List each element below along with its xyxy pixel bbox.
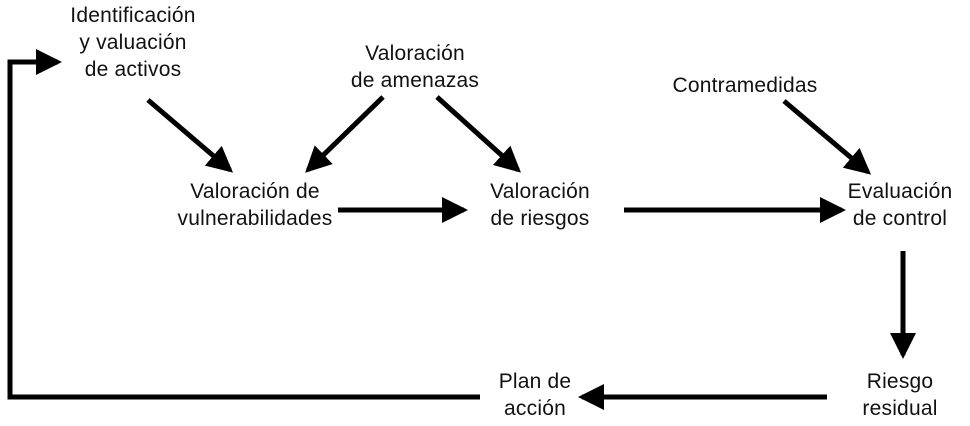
node-vulnerabilidades-line-2: vulnerabilidades (177, 207, 333, 230)
arrow-activos-to-vulnerabilidades (146, 98, 234, 173)
node-plan-line-1: Plan de (498, 370, 572, 393)
arrow-contramedidas-to-control (782, 99, 872, 175)
node-contramedidas-line-1: Contramedidas (672, 74, 818, 97)
arrow-plan-to-activos-feedback (7, 49, 480, 400)
arrow-amenazas-to-riesgos (435, 95, 521, 173)
node-valoracion-amenazas: Valoración de amenazas (340, 40, 490, 94)
node-residual-line-2: residual (862, 397, 938, 420)
node-amenazas-line-1: Valoración (365, 42, 465, 65)
node-riesgos-line-2: de riesgos (490, 207, 590, 230)
node-valoracion-riesgos: Valoración de riesgos (470, 178, 610, 232)
node-contramedidas: Contramedidas (660, 72, 830, 99)
node-riesgos-line-1: Valoración (490, 180, 590, 203)
node-evaluacion-control: Evaluación de control (830, 178, 970, 232)
node-identificacion-valuacion-activos: Identificación y valuación de activos (58, 2, 208, 83)
node-activos-line-3: de activos (84, 58, 182, 81)
node-plan-line-2: acción (504, 397, 566, 420)
node-activos-line-2: y valuación (79, 31, 187, 54)
node-control-line-2: de control (852, 207, 948, 230)
node-vulnerabilidades-line-1: Valoración de (190, 180, 320, 203)
arrow-amenazas-to-vulnerabilidades (305, 95, 385, 173)
node-control-line-1: Evaluación (847, 180, 953, 203)
node-amenazas-line-2: de amenazas (350, 69, 480, 92)
node-riesgo-residual: Riesgo residual (830, 368, 970, 422)
node-residual-line-1: Riesgo (866, 370, 934, 393)
node-activos-line-1: Identificación (70, 4, 196, 27)
node-valoracion-vulnerabilidades: Valoración de vulnerabilidades (160, 178, 350, 232)
node-plan-accion: Plan de acción (470, 368, 600, 422)
